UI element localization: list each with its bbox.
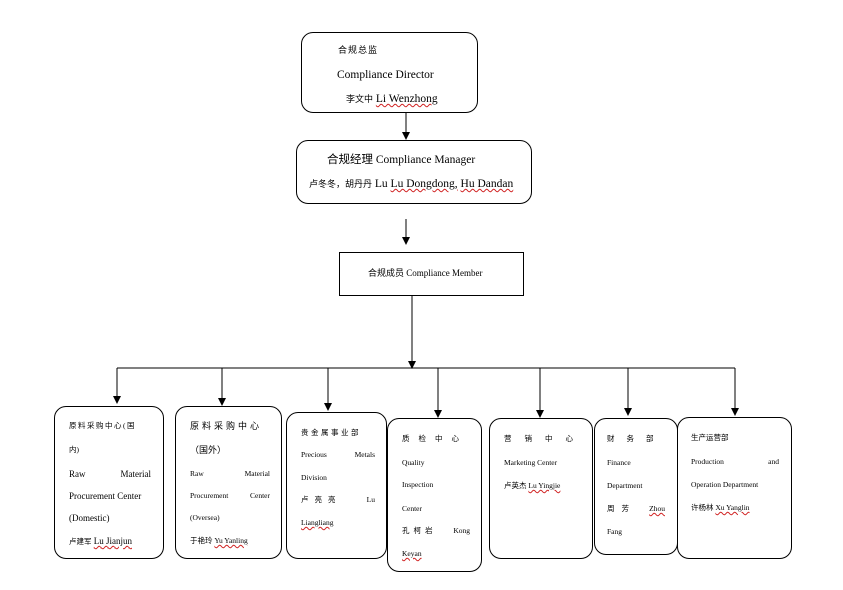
- director-name-en: Li Wenzhong: [375, 93, 438, 105]
- dept5-title-cn: 营销中心: [504, 434, 586, 443]
- director-box: 合规总监 Compliance Director 李文中 Li Wenzhong: [301, 32, 478, 113]
- member-title: 合规成员 Compliance Member: [368, 268, 483, 278]
- dept7-en-line2: Operation Department: [691, 480, 759, 489]
- manager-title: 合规经理 Compliance Manager: [327, 154, 476, 166]
- dept6-en-line1: Finance: [607, 458, 631, 467]
- dept6-person-line2: Fang: [607, 527, 622, 536]
- dept4-en-line2: Inspection: [402, 480, 434, 489]
- dept-marketing: 营销中心 Marketing Center 卢英杰 Lu Yingjie: [489, 418, 593, 559]
- dept2-person: 于艳玲 Yu Yanling: [190, 536, 248, 545]
- dept6-title-cn: 财务部: [607, 434, 666, 443]
- dept5-person: 卢英杰 Lu Yingjie: [504, 481, 561, 490]
- director-name-cn: 李文中: [346, 94, 374, 104]
- dept4-title-cn: 质检中心: [402, 434, 468, 443]
- dept2-title-cn: 原料采购中心: [190, 421, 263, 431]
- dept3-person-line2: Liangliang: [301, 518, 334, 527]
- dept6-en-line2: Department: [607, 481, 643, 490]
- dept1-person: 卢建军 Lu Jianjun: [69, 536, 132, 546]
- dept1-en-line3: (Domestic): [69, 513, 110, 523]
- dept5-en-line1: Marketing Center: [504, 458, 558, 467]
- dept1-title-cn-2: 内): [69, 445, 79, 454]
- dept7-person: 许杨林 Xu Yanglin: [691, 503, 750, 512]
- dept1-en-line2: Procurement Center: [69, 491, 142, 501]
- dept3-title-cn: 贵金属事业部: [301, 428, 361, 437]
- dept2-en-line3: (Oversea): [190, 513, 220, 522]
- member-box: 合规成员 Compliance Member: [339, 252, 524, 296]
- dept4-en-line1: Quality: [402, 458, 425, 467]
- dept3-en-line2: Division: [301, 473, 327, 482]
- manager-names: 卢冬冬，胡丹丹 Lu Lu Dongdong, Hu Dandan: [309, 178, 514, 190]
- dept4-en-line3: Center: [402, 504, 422, 513]
- manager-name-2: Hu Dandan: [460, 178, 514, 190]
- director-title-en: Compliance Director: [337, 69, 434, 81]
- manager-box: 合规经理 Compliance Manager 卢冬冬，胡丹丹 Lu Lu Do…: [296, 140, 532, 204]
- director-name: 李文中 Li Wenzhong: [346, 92, 438, 106]
- manager-name-1: Lu Dongdong,: [390, 178, 458, 190]
- dept7-title-cn: 生产运营部: [691, 433, 729, 442]
- dept4-person-line2: Keyan: [402, 549, 422, 558]
- dept1-title-cn: 原料采购中心(国: [69, 421, 136, 430]
- dept2-title-cn-2: （国外）: [190, 445, 227, 455]
- director-title-cn: 合规总监: [338, 45, 379, 55]
- manager-names-cn: 卢冬冬，胡丹丹: [309, 179, 373, 189]
